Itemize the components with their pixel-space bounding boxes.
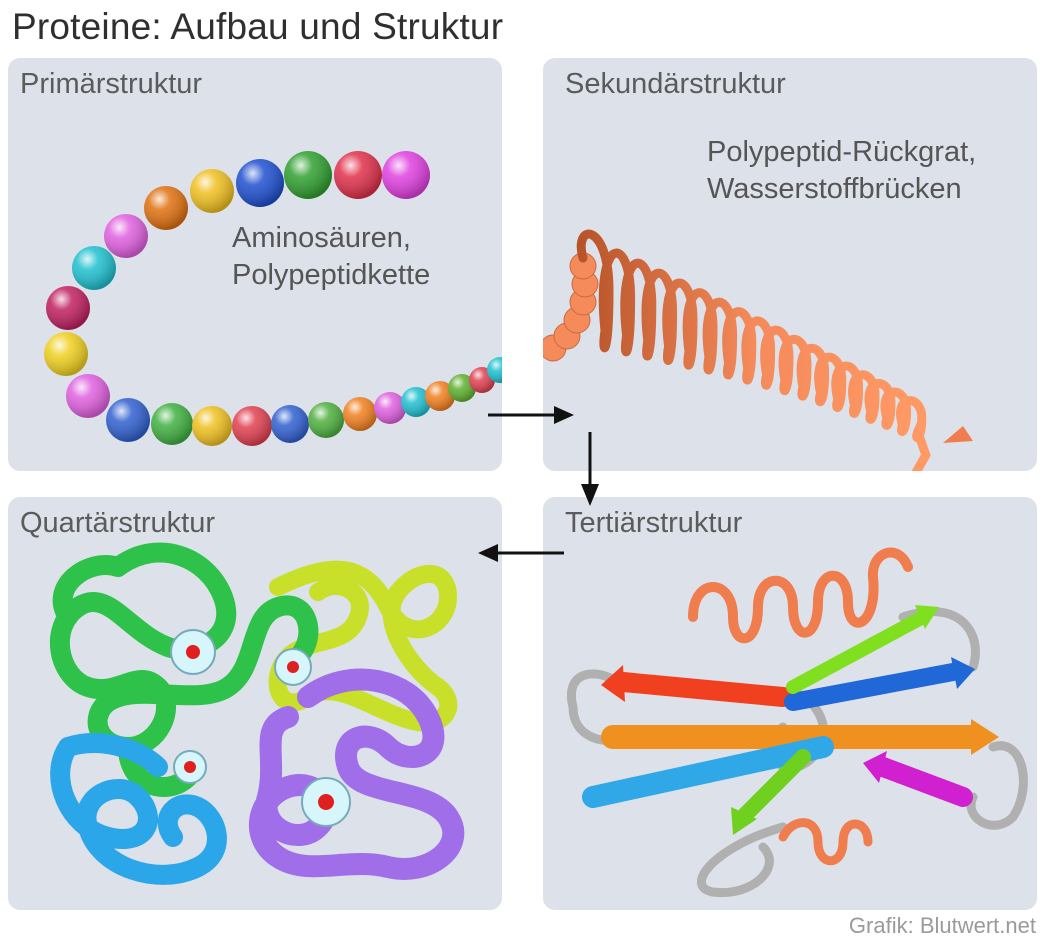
helix-ribbon <box>576 229 931 471</box>
bead-shine <box>284 151 332 199</box>
quaternary-protein <box>50 542 465 885</box>
helix-arrow-tip <box>943 426 973 443</box>
panel-primary: Primärstruktur Aminosäuren, Polypeptidke… <box>8 58 502 471</box>
bead-shine <box>374 392 406 424</box>
subunit-purple <box>249 668 465 880</box>
secondary-note-line2: Wasserstoffbrücken <box>707 173 962 205</box>
panel-tertiary: Tertiärstruktur <box>543 497 1037 910</box>
bead-shine <box>44 332 88 376</box>
tertiary-protein <box>566 547 1028 898</box>
strand-magenta <box>873 757 973 807</box>
heme-groups <box>170 629 351 827</box>
bead-shine <box>232 406 272 446</box>
subunit-blue <box>50 733 227 885</box>
secondary-note-line1: Polypeptid-Rückgrat, <box>707 136 977 168</box>
bead-shine <box>308 402 344 438</box>
bead-shine <box>487 357 502 383</box>
arrow-down-icon <box>581 432 599 506</box>
strand-lime-head <box>915 605 939 629</box>
bead-shine <box>334 151 382 199</box>
arrow-left-icon <box>478 544 564 562</box>
bead-shine <box>382 151 430 199</box>
bead-shine <box>401 387 431 417</box>
bead-shine <box>106 398 150 442</box>
bead-shine <box>104 214 148 258</box>
primary-note-line1: Aminosäuren, <box>232 222 411 254</box>
alpha-helix <box>543 229 973 471</box>
arrow-right-icon <box>488 406 574 424</box>
bead-shine <box>343 397 377 431</box>
primary-note-line2: Polypeptidkette <box>232 259 431 291</box>
credit-text: Grafik: Blutwert.net <box>848 913 1036 938</box>
panel-title-tertiary: Tertiärstruktur <box>565 507 743 539</box>
strand-blue <box>784 663 962 711</box>
strand-green-head <box>731 807 757 835</box>
secondary-note: Polypeptid-Rückgrat, Wasserstoffbrücken <box>707 134 976 208</box>
bead-shine <box>425 381 455 411</box>
strand-red <box>613 672 793 707</box>
strand-cyan <box>582 736 834 808</box>
amino-acid-chain <box>44 151 502 446</box>
bead-shine <box>192 406 232 446</box>
strand-magenta-head <box>863 751 887 783</box>
tertiary-helix-top <box>688 547 913 644</box>
bead-shine <box>271 405 309 443</box>
bead-shine <box>66 374 110 418</box>
subunit-yellow <box>268 560 458 732</box>
bead-shine <box>236 159 284 207</box>
tertiary-helix-bottom <box>778 818 873 866</box>
strand-green <box>735 749 811 825</box>
page-title: Proteine: Aufbau und Struktur <box>12 6 504 47</box>
strand-blue-head <box>951 657 975 689</box>
panel-quaternary: Quartärstruktur <box>8 497 502 910</box>
bead-shine <box>190 169 234 213</box>
panel-title-quaternary: Quartärstruktur <box>20 507 215 539</box>
panel-secondary: Sekundärstruktur Polypeptid-Rückgrat, Wa… <box>543 58 1037 471</box>
bead-shine <box>72 246 116 290</box>
strand-lime <box>786 610 930 694</box>
strand-orange-head <box>971 719 999 755</box>
bead-shine <box>46 286 90 330</box>
panel-title-secondary: Sekundärstruktur <box>565 68 786 100</box>
primary-note: Aminosäuren, Polypeptidkette <box>232 220 430 294</box>
bead-shine <box>448 374 476 402</box>
bead-shine <box>144 186 188 230</box>
bead-shine <box>151 403 193 445</box>
panel-title-primary: Primärstruktur <box>20 68 203 100</box>
strand-red-head <box>601 665 625 702</box>
